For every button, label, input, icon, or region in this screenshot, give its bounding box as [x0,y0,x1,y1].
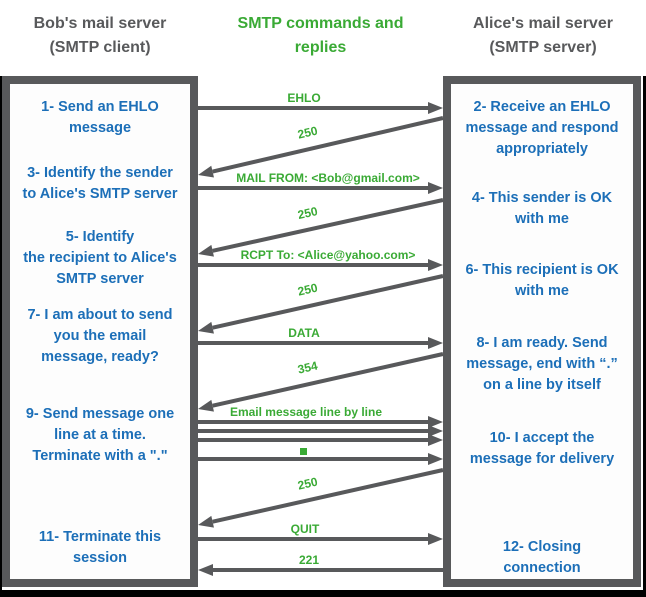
commands-column-header: SMTP commands and replies [198,12,443,60]
message-arrow-line [212,352,444,408]
client-header-line1: Bob's mail server [33,15,167,32]
message-arrowhead [428,416,443,428]
message-arrowhead [198,244,214,257]
message-arrowhead [428,337,443,349]
message-label: 250 [296,123,319,141]
message-arrowhead [428,434,443,446]
message-arrow-line [212,198,444,253]
message-arrowhead [198,564,213,576]
message-label: 221 [299,553,319,567]
server-column-header: Alice's mail server (SMTP server) [443,12,643,60]
message-arrowhead [198,165,214,178]
message-arrowhead [428,259,443,271]
client-header-line2: (SMTP client) [49,39,151,56]
message-arrow-line [212,468,444,524]
commands-header-line1: SMTP commands and [237,15,404,32]
message-arrowhead [198,321,214,334]
message-label: DATA [288,326,320,340]
message-label: 250 [296,474,319,492]
frame-edge-right [643,76,646,597]
server-header-line2: (SMTP server) [489,39,597,56]
server-header-line1: Alice's mail server [473,15,613,32]
frame-edge-left [0,76,2,597]
message-label: RCPT To: <Alice@yahoo.com> [241,248,416,262]
message-arrowhead [198,399,214,412]
message-label: 250 [296,280,319,298]
message-arrowhead [428,533,443,545]
message-label: Email message line by line [230,405,382,419]
client-column-header: Bob's mail server (SMTP client) [2,12,198,60]
message-arrow-line [212,116,444,174]
message-arrow-line [212,274,444,330]
message-label: EHLO [287,91,320,105]
message-label: 354 [296,358,319,376]
message-arrowhead [428,182,443,194]
message-label: MAIL FROM: <Bob@gmail.com> [236,171,420,185]
message-arrowhead [198,515,214,528]
frame-edge-bottom [0,590,646,597]
commands-header-line2: replies [294,39,347,56]
message-label: QUIT [291,522,320,536]
dot-message-label [300,448,307,455]
message-arrowhead [428,425,443,437]
message-label: 250 [296,204,319,222]
message-arrowhead [428,102,443,114]
message-arrowhead [428,453,443,465]
